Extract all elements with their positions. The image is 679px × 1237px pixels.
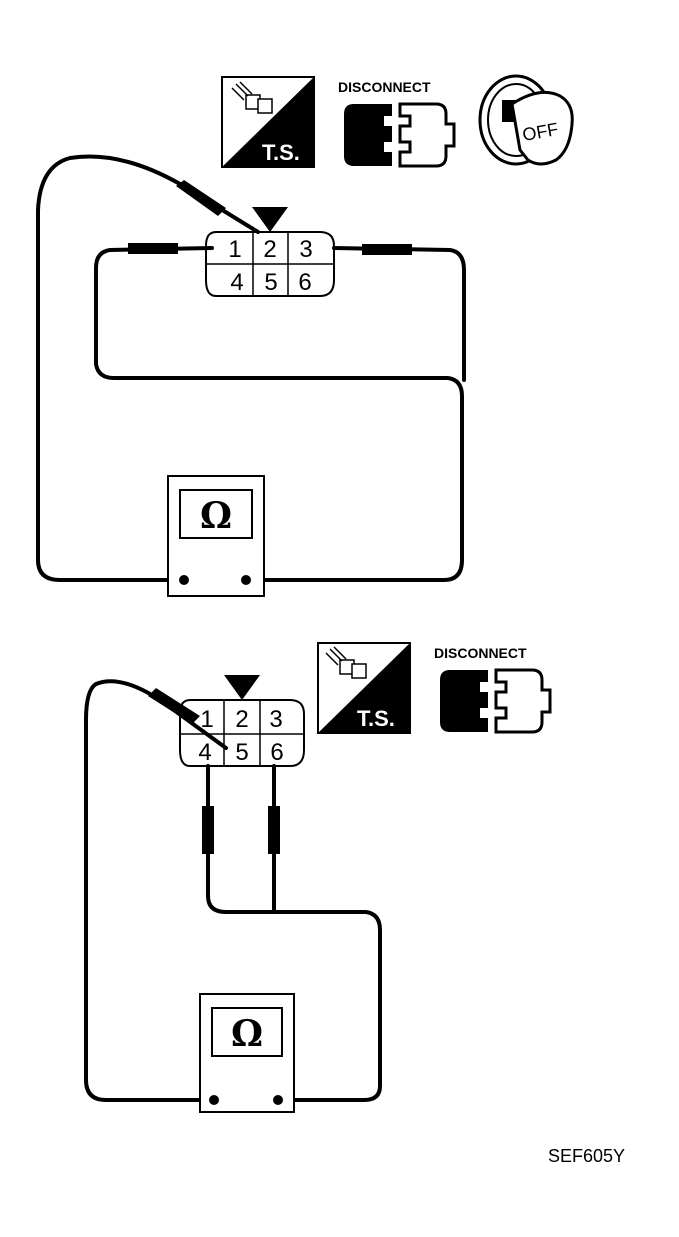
ts-label: T.S. <box>357 706 395 731</box>
meter-terminal-left <box>209 1095 219 1105</box>
pin-4: 4 <box>198 739 211 766</box>
ohmmeter-icon: Ω <box>200 495 232 537</box>
disconnect-connector-icon: DISCONNECT <box>338 79 456 168</box>
meter-terminal-right <box>273 1095 283 1105</box>
bottom-test-leads <box>84 679 382 1102</box>
disconnect-label: DISCONNECT <box>434 645 527 661</box>
harness-ts-icon: T.S. <box>317 642 411 734</box>
figure-code: SEF605Y <box>548 1146 625 1166</box>
bottom-ohmmeter: Ω <box>199 993 295 1113</box>
pin-4: 4 <box>230 269 243 296</box>
disconnect-label: DISCONNECT <box>338 79 431 95</box>
meter-terminal-left <box>179 575 189 585</box>
ts-label: T.S. <box>262 140 300 165</box>
pin-6: 6 <box>298 269 311 296</box>
disconnect-connector-icon: DISCONNECT <box>434 645 552 734</box>
pin-2: 2 <box>263 236 276 263</box>
top-test-leads <box>36 154 466 582</box>
top-connector: 1 2 3 4 5 6 <box>205 207 335 297</box>
ignition-key-off-icon: OFF <box>478 74 574 166</box>
harness-ts-icon: T.S. <box>221 76 315 168</box>
pin-2: 2 <box>235 706 248 733</box>
pin-1: 1 <box>228 236 241 263</box>
pin-5: 5 <box>235 739 248 766</box>
pin-1: 1 <box>200 706 213 733</box>
ohmmeter-icon: Ω <box>231 1013 263 1055</box>
top-ohmmeter: Ω <box>167 475 265 597</box>
top-diagram: T.S. DISCONNECT OFF 1 2 3 4 5 <box>36 74 574 597</box>
bottom-diagram: T.S. DISCONNECT 1 2 3 4 5 6 <box>84 642 552 1113</box>
pin-5: 5 <box>264 269 277 296</box>
pin-3: 3 <box>269 706 282 733</box>
meter-terminal-right <box>241 575 251 585</box>
bottom-connector: 1 2 3 4 5 6 <box>179 675 305 767</box>
pin-6: 6 <box>270 739 283 766</box>
pin-3: 3 <box>299 236 312 263</box>
